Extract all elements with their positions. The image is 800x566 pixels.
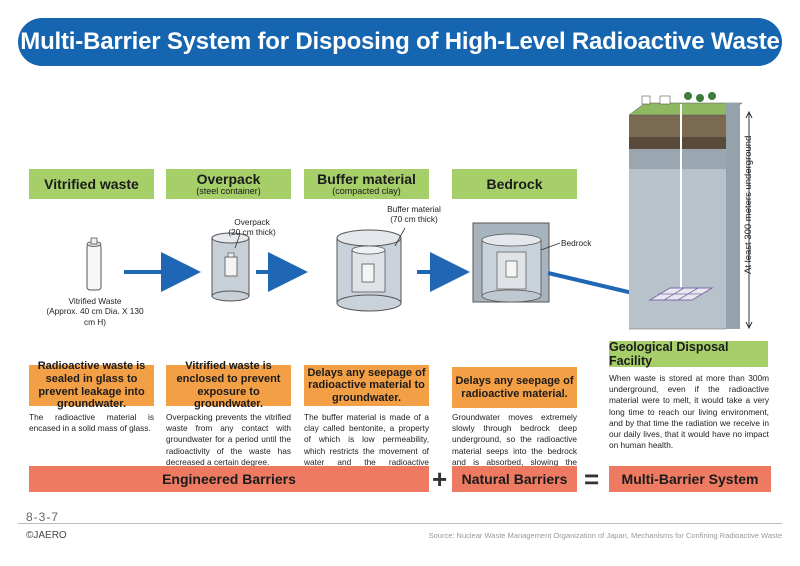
keypoint-buffer: Delays any seepage of radioactive materi… — [304, 365, 429, 406]
stage-header-bedrock: Bedrock — [452, 169, 577, 199]
vitrified-label: Vitrified Waste (Approx. 40 cm Dia. X 13… — [40, 296, 150, 327]
overpack-label: Overpack (20 cm thick) — [222, 217, 282, 238]
stage-header-buffer: Buffer material (compacted clay) — [304, 169, 429, 199]
stage-title: Overpack — [196, 170, 261, 187]
facility-description: When waste is stored at more than 300m u… — [609, 373, 769, 451]
stage-title: Bedrock — [486, 175, 543, 192]
equals-sign: = — [584, 464, 600, 494]
vitrified-canister-icon — [86, 237, 102, 291]
plus-sign: + — [432, 464, 448, 494]
overpack-label-line2: (20 cm thick) — [228, 227, 276, 238]
buffer-label-line2: (70 cm thick) — [390, 214, 438, 225]
natural-barriers-bar: Natural Barriers — [452, 466, 577, 492]
description-overpack: Overpacking prevents the vitrified waste… — [166, 412, 291, 467]
stage-subtitle: (compacted clay) — [332, 185, 401, 196]
overpack-icon — [211, 232, 250, 302]
buffer-label-line1: Buffer material — [387, 204, 441, 214]
engineered-barriers-bar: Engineered Barriers — [29, 466, 429, 492]
stage-title: Buffer material — [317, 170, 416, 187]
page-number: 8-3-7 — [26, 510, 60, 524]
vitrified-label-line2: (Approx. 40 cm Dia. X 130 cm H) — [46, 306, 144, 327]
facility-cross-section — [628, 92, 743, 330]
buffer-material-icon — [336, 227, 406, 312]
keypoint-overpack: Vitrified waste is enclosed to prevent e… — [166, 360, 291, 410]
page-title: Multi-Barrier System for Disposing of Hi… — [18, 18, 782, 66]
keypoint-bedrock: Delays any seepage of radioactive materi… — [452, 367, 577, 408]
source-credit: Source: Nuclear Waste Management Organiz… — [428, 531, 782, 540]
keypoint-vitrified: Radioactive waste is sealed in glass to … — [29, 360, 154, 410]
vitrified-label-line1: Vitrified Waste — [68, 296, 122, 306]
stage-title: Vitrified waste — [44, 175, 139, 192]
facility-title: Geological Disposal Facility — [609, 340, 768, 368]
footer-divider — [18, 523, 782, 524]
copyright: ©JAERO — [26, 530, 67, 541]
stage-header-vitrified: Vitrified waste — [29, 169, 154, 199]
depth-label: At least 300 meters underground — [743, 135, 754, 274]
description-vitrified: The radioactive material is encased in a… — [29, 412, 154, 434]
stage-subtitle: (steel container) — [196, 185, 261, 196]
bedrock-label: Bedrock — [561, 238, 592, 248]
overpack-label-line1: Overpack — [234, 217, 270, 227]
stage-header-overpack: Overpack (steel container) — [166, 169, 291, 199]
bedrock-icon — [472, 222, 561, 303]
buffer-label: Buffer material (70 cm thick) — [384, 204, 444, 225]
multi-barrier-system-bar: Multi-Barrier System — [609, 466, 771, 492]
